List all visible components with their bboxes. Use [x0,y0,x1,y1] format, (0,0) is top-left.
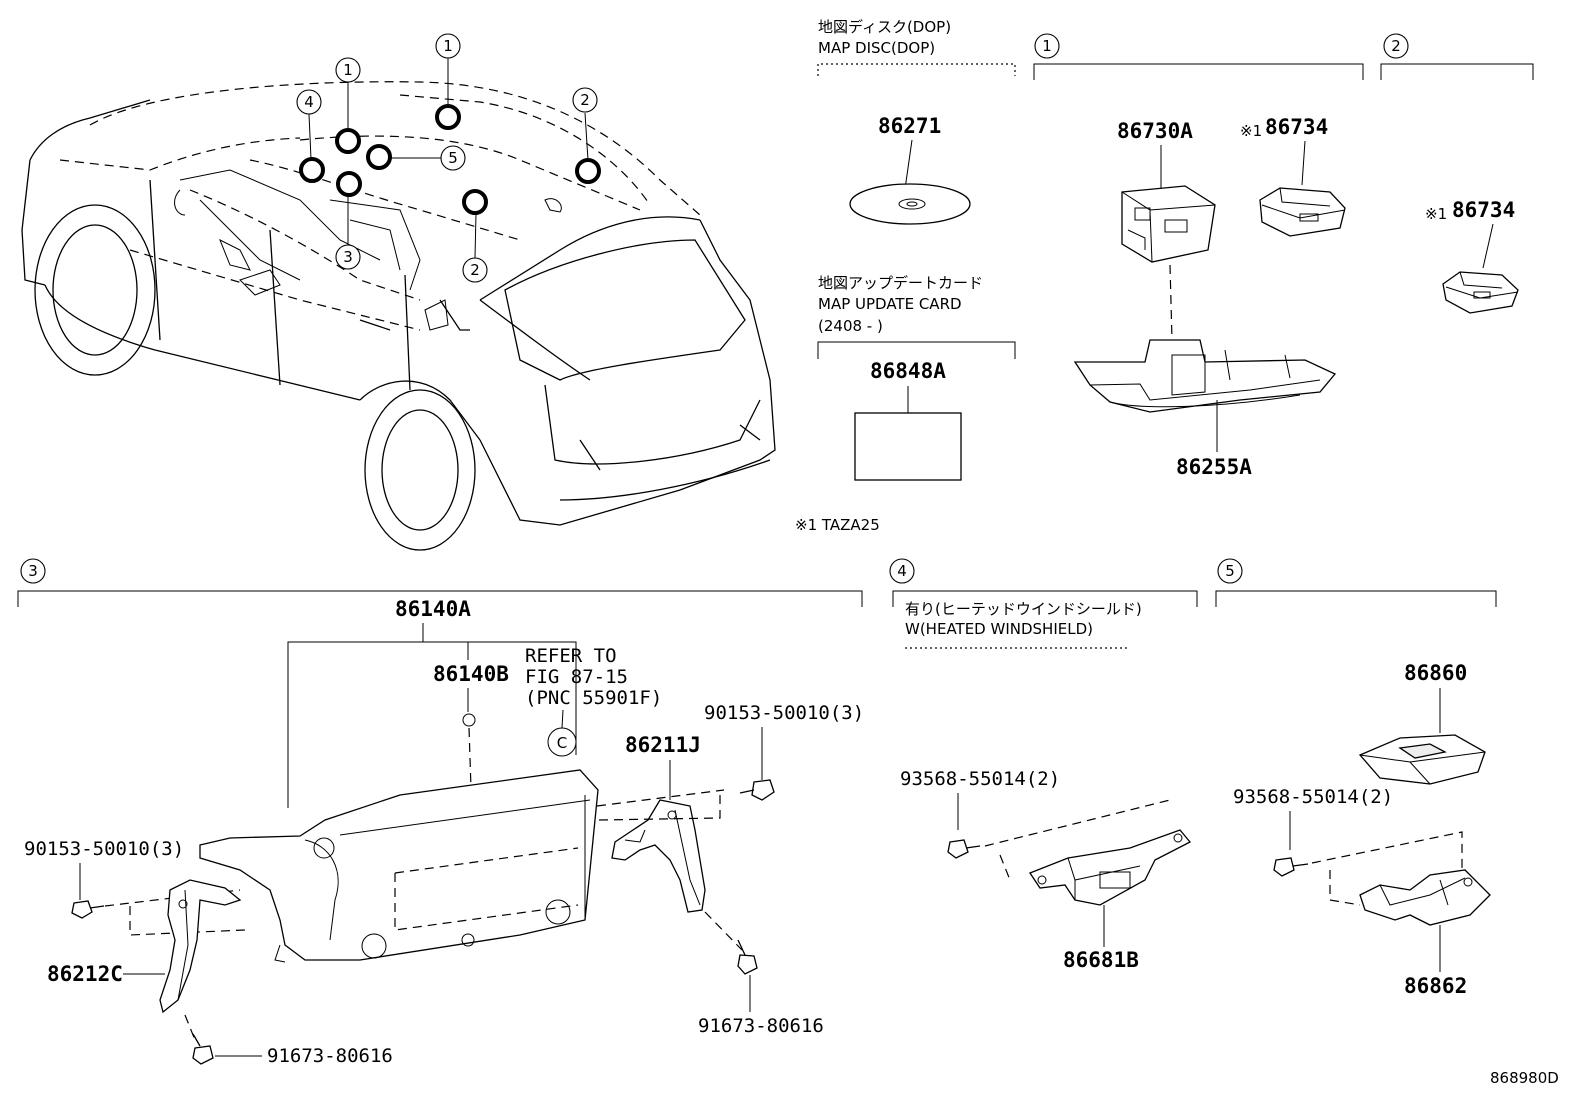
part-86271-label[interactable]: 86271 [878,114,941,138]
part-86140B-label[interactable]: 86140B [433,662,509,686]
bracket-86211J-icon [611,799,706,913]
module-86734-icon-2 [1442,271,1519,314]
bolt-91673-r-label[interactable]: 91673-80616 [698,1015,824,1037]
group-4-number: 4 [897,562,907,580]
map-card-date: (2408 - ) [818,317,883,335]
screw-90153-l-icon [71,900,105,919]
map-card-title-en: MAP UPDATE CARD [818,295,962,313]
refer-line-2: FIG 87-15 [525,666,628,688]
vehicle-callout-5: 5 [448,149,458,167]
part-86211J-label[interactable]: 86211J [625,733,701,757]
group-1-section: 1 86730A 86255A ※1 86734 [1033,33,1364,479]
group-4-note-jp: 有り(ヒーテッドウインドシールド) [905,600,1142,618]
screw-90153-l-label[interactable]: 90153-50010(3) [24,838,184,860]
screw-93568-g4-label[interactable]: 93568-55014(2) [900,768,1060,790]
map-card-icon [854,412,962,481]
group-4-note-en: W(HEATED WINDSHIELD) [905,620,1093,638]
part-86140A-label[interactable]: 86140A [395,597,471,621]
vehicle-illustration: 1 1 2 2 3 4 5 [21,33,776,551]
screw-93568-g4-icon [947,839,981,859]
screw-93568-g5-icon [1273,857,1309,877]
map-disc-section: 地図ディスク(DOP) MAP DISC(DOP) 86271 [817,18,1016,225]
part-86212C-label[interactable]: 86212C [47,962,123,986]
part-86734-label-2[interactable]: 86734 [1452,198,1515,222]
group-1-number: 1 [1042,37,1052,55]
group-2-mark: ※1 [1425,205,1447,223]
map-card-section: 地図アップデートカード MAP UPDATE CARD (2408 - ) 86… [817,274,1016,481]
part-86862-label[interactable]: 86862 [1404,974,1467,998]
part-86681B-label[interactable]: 86681B [1063,948,1139,972]
vehicle-callout-4: 4 [304,93,314,111]
map-card-title-jp: 地図アップデートカード [818,274,983,292]
part-86730A-label[interactable]: 86730A [1117,119,1193,143]
bracket-86212C-icon [159,879,242,1014]
group-4-section: 4 有り(ヒーテッドウインドシールド) W(HEATED WINDSHIELD)… [889,558,1198,972]
module-86734-icon-1 [1259,187,1346,237]
vehicle-callout-3: 3 [343,248,353,266]
vehicle-callout-2a: 2 [580,91,590,109]
panel-86140A-icon [199,769,599,963]
bracket-86862-icon [1359,869,1491,926]
refer-line-1: REFER TO [525,645,617,667]
group-2-number: 2 [1391,37,1401,55]
screw-93568-g5-label[interactable]: 93568-55014(2) [1233,786,1393,808]
part-86734-label-1[interactable]: 86734 [1265,115,1328,139]
bolt-91673-l-label[interactable]: 91673-80616 [267,1045,393,1067]
vehicle-callout-1b: 1 [343,61,353,79]
group-5-number: 5 [1225,562,1235,580]
module-86730A-icon [1121,185,1216,263]
module-86681B-icon [1029,829,1192,906]
group-1-mark: ※1 [1240,122,1262,140]
part-86860-label[interactable]: 86860 [1404,661,1467,685]
bolt-91673-l-icon [192,1033,214,1065]
refer-line-3: (PNC 55901F) [525,687,662,709]
vehicle-callout-1a: 1 [443,37,453,55]
ref-mark-c: C [557,734,567,752]
footnote-taza25: ※1 TAZA25 [795,516,880,534]
group-5-section: 5 86860 93568-55014(2) 86862 [1215,558,1497,998]
map-disc-icon [849,183,971,225]
bolt-91673-r-icon [737,939,758,975]
group-3-section: 3 86140A 86140B REFER TO FIG 87-15 (PNC … [17,558,864,1067]
map-disc-title-en: MAP DISC(DOP) [818,39,935,57]
group-3-number: 3 [28,562,38,580]
part-86255A-label[interactable]: 86255A [1176,455,1252,479]
module-86860-icon [1358,734,1486,785]
map-disc-title-jp: 地図ディスク(DOP) [818,18,951,36]
bracket-86255A-icon [1073,339,1337,413]
group-2-section: 2 ※1 86734 [1380,33,1534,314]
part-86848A-label[interactable]: 86848A [870,359,946,383]
screw-90153-tr-label[interactable]: 90153-50010(3) [704,702,864,724]
screw-90153-tr-icon [739,779,775,801]
vehicle-callout-2b: 2 [470,261,480,279]
diagram-id: 868980D [1490,1069,1559,1087]
